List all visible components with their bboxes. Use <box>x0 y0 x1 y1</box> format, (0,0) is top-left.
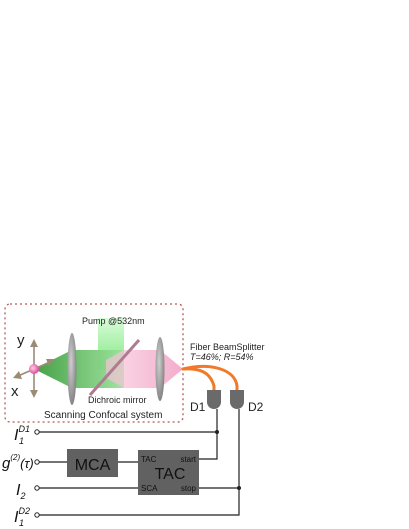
mca-box <box>67 449 118 477</box>
mca-label: MCA <box>75 457 111 474</box>
tac-start-label: start <box>180 455 196 464</box>
sample-dot <box>29 364 39 374</box>
terminal-i1d2 <box>34 512 40 518</box>
objective-lens <box>67 333 77 405</box>
detector-d2 <box>230 390 244 409</box>
signal-i1d1: ID1 <box>14 424 30 444</box>
fiber-beamsplitter <box>181 364 239 392</box>
tac-box <box>138 450 199 495</box>
fiber-ratio: T=46%; R=54% <box>190 352 254 362</box>
pump-label: Pump @532nm <box>82 316 145 326</box>
collection-lens <box>155 337 165 401</box>
signal-i2: I2 <box>16 482 25 501</box>
signal-i1d2: ID2 <box>14 506 30 526</box>
tac-label: TAC <box>155 466 186 483</box>
axis-y-label: y <box>17 332 25 349</box>
signal-i1d1-sub: 1 <box>19 436 24 446</box>
terminal-g2 <box>34 459 40 465</box>
emission-beam <box>124 350 183 388</box>
mirror-label: Dichroic mirror <box>88 395 147 405</box>
axis-x-label: x <box>11 383 19 400</box>
detector-d1-label: D1 <box>190 400 206 414</box>
confocal-frame <box>4 303 184 423</box>
fiber-title: Fiber BeamSplitter <box>190 342 265 352</box>
terminal-i1d1 <box>34 429 40 435</box>
junction-d2 <box>237 486 241 490</box>
detector-d2-label: D2 <box>248 400 264 414</box>
tac-sca-label: SCA <box>141 484 158 493</box>
signal-wires <box>39 409 240 516</box>
tac-stop-label: stop <box>181 484 197 493</box>
detector-d1 <box>207 390 221 409</box>
signal-i1d2-sub: 1 <box>19 518 24 528</box>
junction-d1 <box>215 430 219 434</box>
tac-input-label: TAC <box>141 455 157 464</box>
signal-g2: g(2)(τ) <box>2 453 34 472</box>
terminal-i2 <box>34 485 40 491</box>
dichroic-mirror <box>88 339 141 396</box>
excitation-beam <box>34 350 124 388</box>
confocal-title: Scanning Confocal system <box>44 410 162 421</box>
